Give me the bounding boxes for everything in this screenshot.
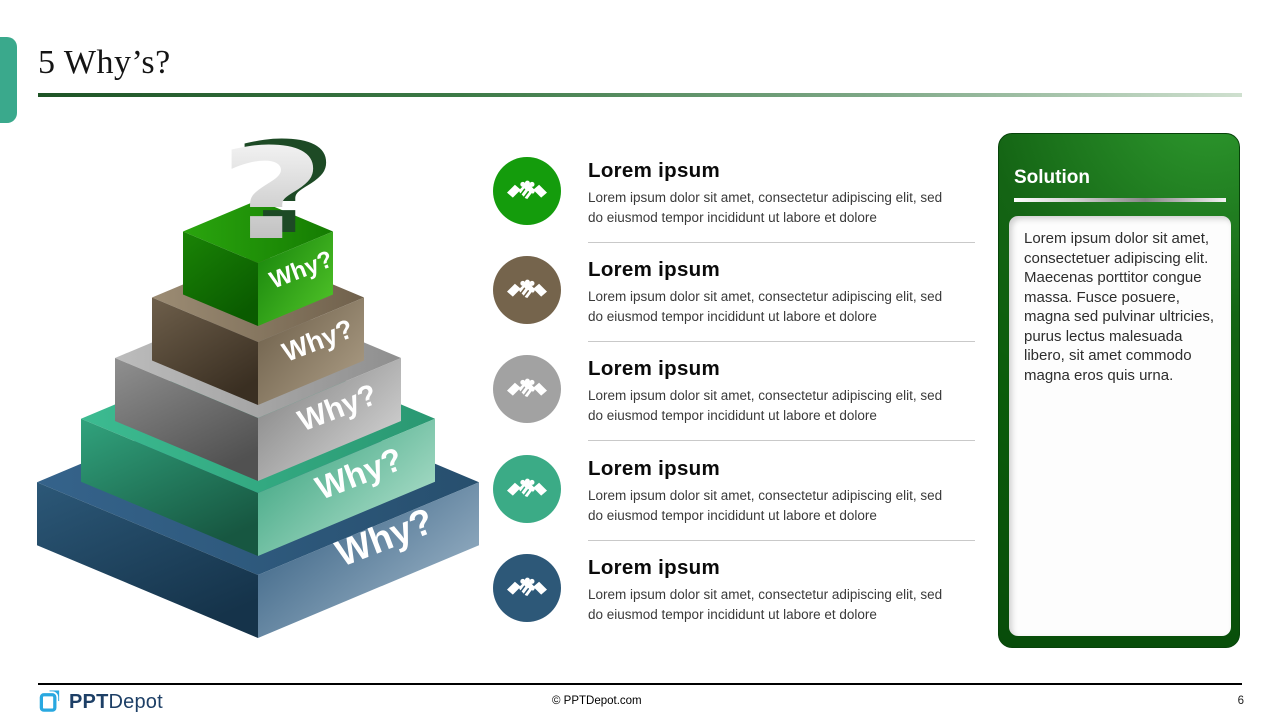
question-mark-back: ? bbox=[232, 116, 338, 263]
title-underline bbox=[38, 93, 1242, 97]
logo-bold-part: PPT bbox=[69, 690, 109, 713]
list-item: Lorem ipsum Lorem ipsum dolor sit amet, … bbox=[493, 355, 975, 442]
handshake-icon bbox=[493, 355, 561, 423]
item-title: Lorem ipsum bbox=[588, 457, 721, 480]
item-title: Lorem ipsum bbox=[588, 159, 721, 182]
solution-panel: Solution Lorem ipsum dolor sit amet, con… bbox=[998, 133, 1240, 648]
accent-bar bbox=[0, 37, 17, 123]
footer-divider bbox=[38, 683, 1242, 685]
item-title: Lorem ipsum bbox=[588, 357, 721, 380]
handshake-icon bbox=[493, 256, 561, 324]
pptdepot-logo: PPTDepot bbox=[38, 689, 163, 715]
solution-title: Solution bbox=[1014, 167, 1090, 188]
list-item: Lorem ipsum Lorem ipsum dolor sit amet, … bbox=[493, 455, 975, 542]
item-title: Lorem ipsum bbox=[588, 258, 721, 281]
pyramid-layer-1: Why? bbox=[183, 200, 337, 326]
pptdepot-logo-text: PPTDepot bbox=[69, 691, 163, 714]
handshake-icon bbox=[493, 157, 561, 225]
list-item: Lorem ipsum Lorem ipsum dolor sit amet, … bbox=[493, 157, 975, 244]
pptdepot-logo-icon bbox=[38, 690, 60, 714]
solution-body: Lorem ipsum dolor sit amet, consectetuer… bbox=[1024, 230, 1215, 384]
question-mark-front: ? bbox=[219, 122, 325, 269]
handshake-icon bbox=[493, 554, 561, 622]
item-body: Lorem ipsum dolor sit amet, consectetur … bbox=[588, 190, 943, 225]
logo-regular-part: Depot bbox=[108, 690, 163, 713]
page-title: 5 Why’s? bbox=[38, 44, 171, 81]
list-item: Lorem ipsum Lorem ipsum dolor sit amet, … bbox=[493, 554, 975, 639]
solution-text-box: Lorem ipsum dolor sit amet, consectetuer… bbox=[1009, 216, 1231, 636]
item-body: Lorem ipsum dolor sit amet, consectetur … bbox=[588, 587, 943, 622]
item-title: Lorem ipsum bbox=[588, 556, 721, 579]
solution-divider bbox=[1014, 198, 1226, 202]
why-pyramid: Why? Why? Why? Why? Why? bbox=[37, 116, 479, 638]
list-item: Lorem ipsum Lorem ipsum dolor sit amet, … bbox=[493, 256, 975, 343]
question-mark-3d: ? ? bbox=[219, 116, 338, 269]
item-body: Lorem ipsum dolor sit amet, consectetur … bbox=[588, 289, 943, 324]
item-body: Lorem ipsum dolor sit amet, consectetur … bbox=[588, 488, 943, 523]
footer-copyright: © PPTDepot.com bbox=[552, 695, 642, 707]
handshake-icon bbox=[493, 455, 561, 523]
page-number: 6 bbox=[1237, 695, 1244, 707]
item-body: Lorem ipsum dolor sit amet, consectetur … bbox=[588, 388, 943, 423]
